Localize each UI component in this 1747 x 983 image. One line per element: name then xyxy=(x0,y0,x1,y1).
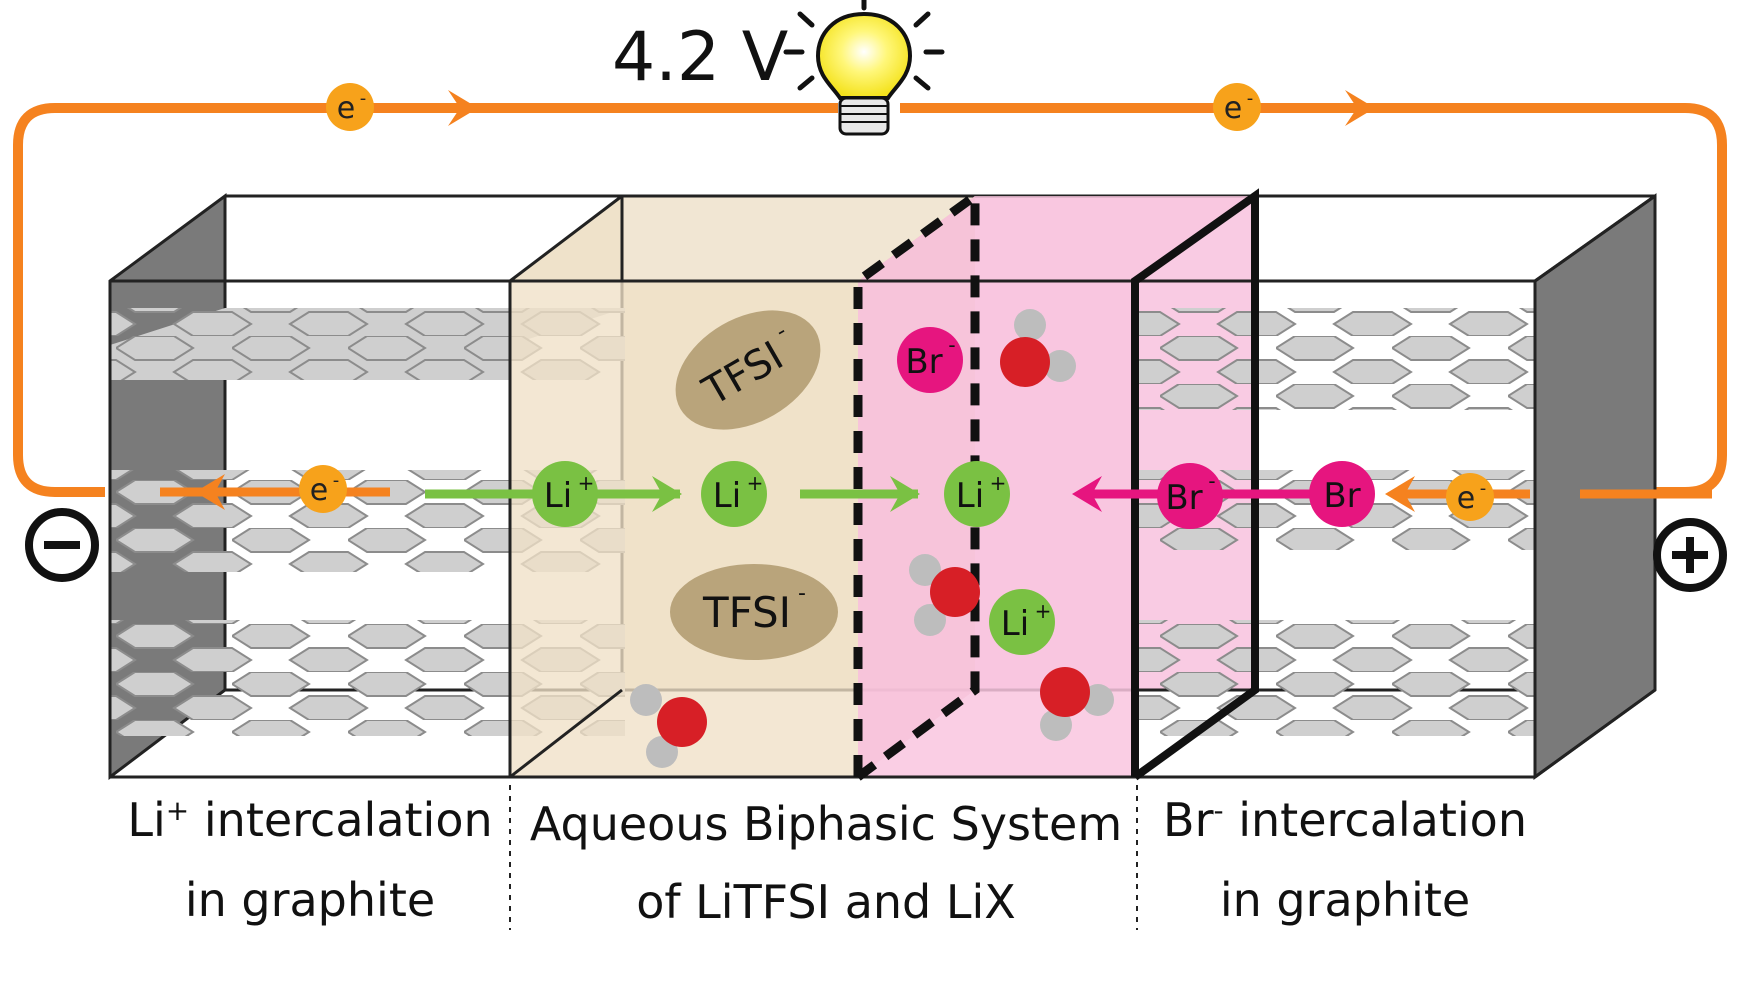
electron-badge: e - xyxy=(299,465,347,513)
water-molecule xyxy=(1040,667,1114,741)
electron-badge: e - xyxy=(1213,83,1261,131)
svg-text:Li: Li xyxy=(956,476,984,516)
cell-frame-front xyxy=(108,194,1657,779)
electron-badge: e - xyxy=(326,83,374,131)
arrow-left-icon xyxy=(195,474,225,510)
internal-flow: e - xyxy=(160,465,1712,513)
svg-text:-: - xyxy=(948,333,955,357)
tfsi-anion: TFSI - xyxy=(670,564,838,660)
svg-text:Br: Br xyxy=(1165,478,1202,518)
svg-text:in graphite: in graphite xyxy=(1220,873,1470,927)
svg-text:Li: Li xyxy=(544,476,572,516)
svg-text:-: - xyxy=(1480,478,1487,499)
electron-badge: e - xyxy=(1446,473,1494,521)
svg-text:e: e xyxy=(1224,91,1242,126)
svg-text:-: - xyxy=(798,581,806,606)
svg-text:Aqueous Biphasic System: Aqueous Biphasic System xyxy=(530,797,1122,851)
svg-text:Br: Br xyxy=(1323,476,1360,516)
water-molecule xyxy=(630,684,707,768)
left-caption: Li+ intercalation in graphite xyxy=(127,793,492,927)
svg-text:e: e xyxy=(337,91,355,126)
svg-text:Br: Br xyxy=(905,342,942,382)
positive-terminal-icon xyxy=(1653,518,1727,592)
arrow-right-icon xyxy=(1345,90,1375,126)
svg-text:+: + xyxy=(747,471,764,495)
svg-text:-: - xyxy=(1208,469,1215,493)
svg-text:+: + xyxy=(990,471,1007,495)
lightbulb-icon xyxy=(783,0,945,136)
electrode-separator xyxy=(1131,188,1259,781)
bromide-phase-top xyxy=(858,196,1255,281)
current-collector xyxy=(1533,193,1657,780)
bromide-anion: Br - xyxy=(897,327,963,393)
svg-text:e: e xyxy=(310,473,328,508)
svg-text:-: - xyxy=(360,88,367,109)
svg-text:TFSI: TFSI xyxy=(702,588,791,637)
water-molecule xyxy=(909,554,980,636)
right-caption: Br- intercalation in graphite xyxy=(1163,793,1527,927)
li-ion: Li + xyxy=(532,461,598,527)
arrow-right-icon xyxy=(890,476,920,512)
arrow-right-icon xyxy=(448,90,478,126)
svg-text:+: + xyxy=(1035,599,1052,623)
arrow-left-icon xyxy=(1072,476,1102,512)
svg-text:-: - xyxy=(333,470,340,491)
svg-text:Br- intercalation: Br- intercalation xyxy=(1163,793,1527,847)
arrow-left-icon xyxy=(1385,476,1415,512)
bromine-atom: Br xyxy=(1309,461,1375,527)
li-ion: Li + xyxy=(989,589,1055,655)
middle-caption: Aqueous Biphasic System of LiTFSI and Li… xyxy=(530,797,1122,929)
voltage-label: 4.2 V xyxy=(612,18,788,97)
phase-boundary xyxy=(853,187,980,781)
li-ion: Li + xyxy=(944,461,1010,527)
water-molecule xyxy=(1000,309,1076,387)
negative-terminal-icon xyxy=(25,508,99,582)
svg-text:+: + xyxy=(578,471,595,495)
wire xyxy=(13,103,838,497)
bromide-phase-front xyxy=(858,281,1135,777)
bromide-anion: Br - xyxy=(1157,463,1223,529)
svg-text:Li: Li xyxy=(713,476,741,516)
li-ion: Li + xyxy=(701,461,767,527)
arrow-right-icon xyxy=(652,476,682,512)
svg-text:Li: Li xyxy=(1001,604,1029,644)
svg-text:-: - xyxy=(1247,88,1254,109)
svg-text:of LiTFSI and LiX: of LiTFSI and LiX xyxy=(636,875,1016,929)
svg-text:Li+ intercalation: Li+ intercalation xyxy=(127,793,492,847)
tfsi-anion: TFSI - xyxy=(675,310,821,430)
svg-text:e: e xyxy=(1457,481,1475,516)
svg-text:in graphite: in graphite xyxy=(185,873,435,927)
